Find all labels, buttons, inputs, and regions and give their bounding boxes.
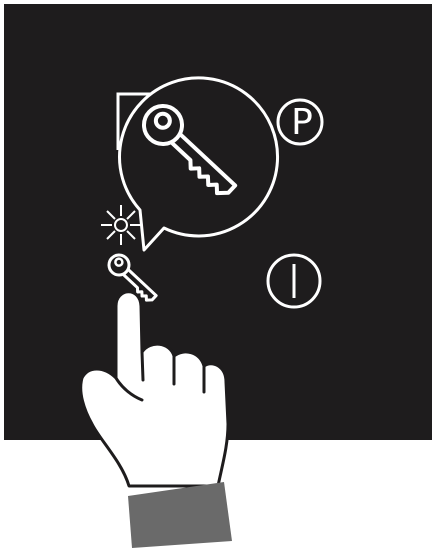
sleeve [128,482,232,548]
park-button-label: P [282,100,322,146]
callout-bubble [120,78,278,250]
power-button[interactable] [268,255,320,307]
pointing-hand-icon [81,292,232,548]
light-burst-icon [101,205,141,245]
hand-shape [81,292,228,486]
